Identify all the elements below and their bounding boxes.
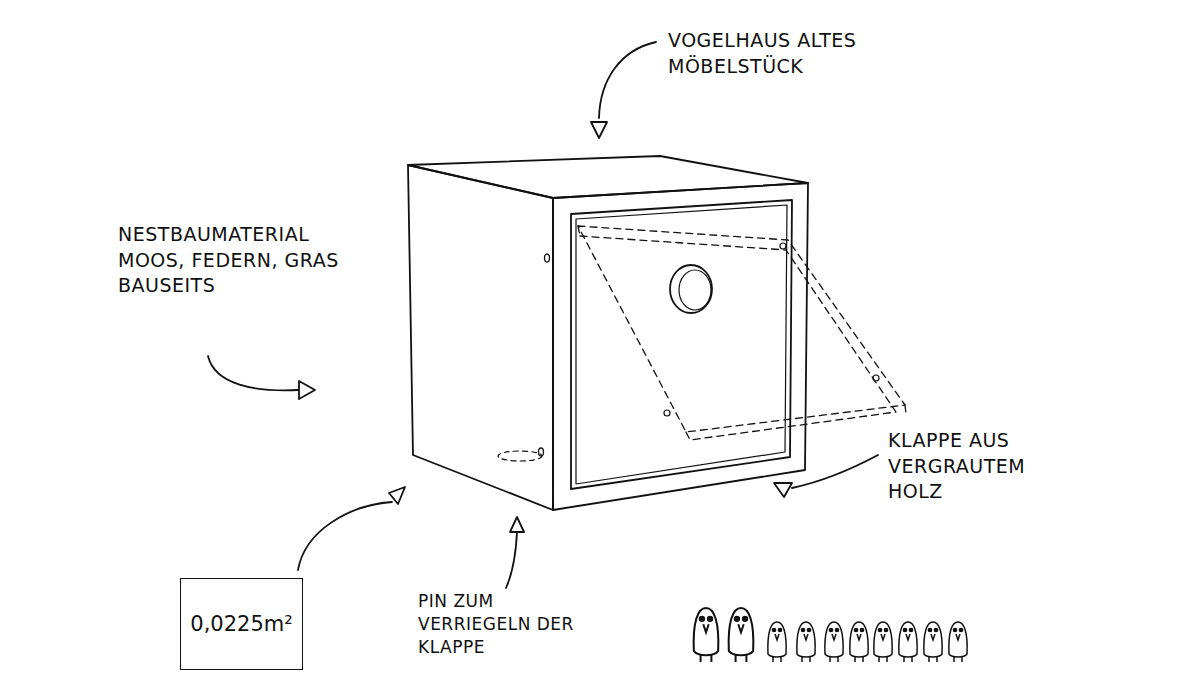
- bird-beak: [775, 634, 779, 640]
- bird-eye: [700, 617, 704, 621]
- bird-body: [949, 622, 967, 657]
- bird-eye: [778, 628, 781, 631]
- bird-eye: [854, 628, 857, 631]
- bird-beak: [804, 634, 808, 640]
- bird-figure: [949, 622, 967, 662]
- arrowhead: [299, 381, 315, 399]
- front-panel: [576, 205, 787, 484]
- annotation-label: KLAPPE AUS VERGRAUTEM HOLZ: [888, 428, 1063, 505]
- bird-beak: [881, 634, 885, 640]
- leader-line: [506, 532, 517, 588]
- bird-body: [694, 608, 719, 655]
- bird-eye: [934, 628, 937, 631]
- bird-figure: [797, 622, 815, 662]
- leader-line: [792, 455, 878, 488]
- bird-legs: [736, 654, 747, 662]
- pin-hole: [545, 254, 550, 262]
- bird-legs: [802, 656, 810, 662]
- area-value: 0,0225m²: [190, 612, 292, 636]
- annotation-label: VOGELHAUS ALTES MÖBELSTÜCK: [668, 28, 903, 79]
- bird-beak: [832, 634, 836, 640]
- bird-legs: [773, 656, 781, 662]
- bird-eye: [829, 628, 832, 631]
- bird-body: [825, 622, 843, 657]
- open-flap: [578, 226, 906, 440]
- bird-eye: [884, 628, 887, 631]
- bird-body: [899, 622, 917, 657]
- bird-body: [874, 622, 892, 657]
- arrowhead: [510, 517, 524, 532]
- bird-legs: [954, 656, 962, 662]
- bird-legs: [904, 656, 912, 662]
- leader-line: [208, 356, 298, 390]
- bird-body: [729, 608, 754, 655]
- bird-figure: [729, 608, 754, 662]
- locking-pin: [498, 451, 542, 461]
- bird-row: [694, 608, 968, 662]
- bird-eye: [801, 628, 804, 631]
- bird-figure: [899, 622, 917, 662]
- bird-eye: [708, 617, 712, 621]
- bird-beak: [956, 634, 960, 640]
- bird-body: [924, 622, 942, 657]
- hinge-dot: [873, 375, 879, 381]
- bird-eye: [959, 628, 962, 631]
- annotation-label: PIN ZUM VERRIEGELN DER KLAPPE: [418, 590, 598, 659]
- arrowhead: [774, 483, 792, 497]
- box-side: [408, 165, 553, 510]
- bird-figure: [694, 608, 719, 662]
- bird-eye: [909, 628, 912, 631]
- bird-beak: [857, 634, 861, 640]
- bird-figure: [768, 622, 786, 662]
- arrowhead: [389, 487, 405, 504]
- leader-line: [298, 502, 392, 570]
- bird-figure: [825, 622, 843, 662]
- box-top: [408, 156, 808, 198]
- bird-eye: [735, 617, 739, 621]
- bird-eye: [878, 628, 881, 631]
- arrowhead: [591, 122, 607, 138]
- entrance-hole-inner: [679, 270, 711, 310]
- bird-legs: [929, 656, 937, 662]
- bird-beak: [703, 624, 708, 632]
- leader-line: [599, 42, 656, 118]
- bird-legs: [855, 656, 863, 662]
- bird-beak: [906, 634, 910, 640]
- bird-body: [797, 622, 815, 657]
- bird-eye: [835, 628, 838, 631]
- bird-body: [768, 622, 786, 657]
- bird-body: [850, 622, 868, 657]
- bird-legs: [830, 656, 838, 662]
- bird-eye: [807, 628, 810, 631]
- hinge-dot: [780, 243, 786, 249]
- box-front: [553, 183, 808, 510]
- bird-figure: [874, 622, 892, 662]
- bird-eye: [903, 628, 906, 631]
- hinge-dot: [664, 410, 670, 416]
- bird-eye: [953, 628, 956, 631]
- bird-eye: [860, 628, 863, 631]
- bird-figure: [924, 622, 942, 662]
- entrance-hole: [670, 265, 712, 313]
- bird-beak: [931, 634, 935, 640]
- bird-legs: [701, 654, 712, 662]
- bird-eye: [743, 617, 747, 621]
- annotation-label: NESTBAUMATERIAL MOOS, FEDERN, GRAS BAUSE…: [118, 222, 368, 299]
- bird-eye: [928, 628, 931, 631]
- area-box: 0,0225m²: [180, 578, 303, 670]
- bird-beak: [738, 624, 743, 632]
- bird-eye: [772, 628, 775, 631]
- bird-figure: [850, 622, 868, 662]
- bird-legs: [879, 656, 887, 662]
